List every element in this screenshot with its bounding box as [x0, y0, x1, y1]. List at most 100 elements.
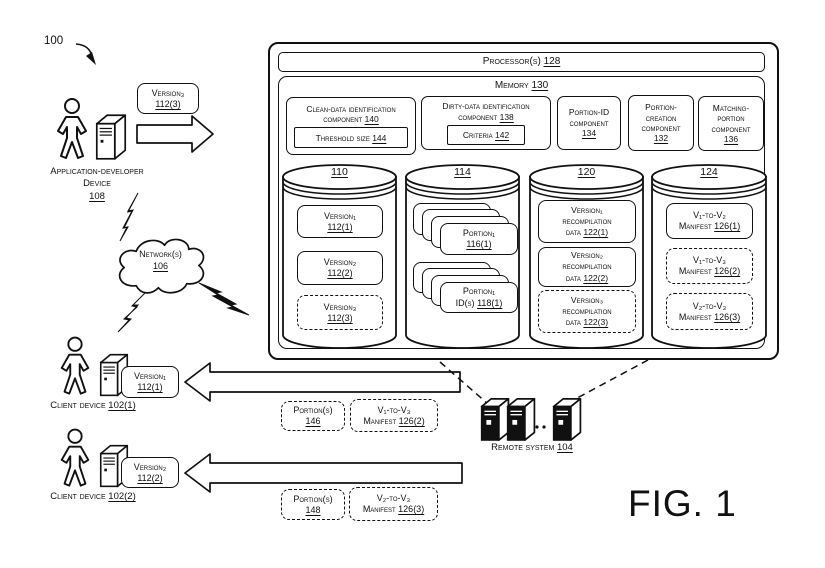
- datastore-114-cylinder: 114 Portion₁ 116(1) Portion₁ ID(s) 118(1…: [404, 163, 521, 350]
- version-item-2: Version₂ 112(2): [297, 251, 383, 285]
- remote-server-icon-2: [504, 396, 538, 442]
- version3-ref: 112(3): [327, 312, 353, 323]
- developer-device-label: Application-developer Device 108: [45, 166, 149, 203]
- manifest1-ref: 126(1): [714, 221, 741, 231]
- portion1-label: Portion₁: [462, 227, 496, 238]
- dev-version-label: Version₃: [151, 87, 185, 98]
- portions-148-box: Portion(s) 148: [281, 489, 345, 520]
- network-label-text: Network(s): [139, 249, 182, 259]
- component-box-dirty-data: Dirty-data identification component 138 …: [421, 96, 551, 150]
- recomp3-line3: data: [565, 317, 581, 328]
- manifest-126-3-box: V₂-to-V₃ Manifest 126(3): [349, 487, 438, 521]
- remote-system-label-text: Remote system: [491, 442, 555, 453]
- developer-computer-icon: [93, 112, 129, 162]
- matching-portion-label: Matching-portion component: [711, 102, 751, 134]
- dev-version-ref: 112(3): [155, 98, 181, 109]
- developer-version-box: Version₃ 112(3): [137, 83, 199, 114]
- recomp3-line1: Version₃: [570, 294, 604, 305]
- datastore-110-label: 110: [331, 166, 348, 178]
- portion-id-ref-number: 118(1): [477, 297, 503, 308]
- matching-portion-ref: 136: [723, 133, 739, 144]
- recompilation-item-2: Version₂ recompilation data 122(2): [538, 247, 636, 287]
- lightning-bolt-dev-network-icon: [119, 192, 139, 242]
- recomp1-line1: Version₁: [571, 204, 603, 215]
- version3-label: Version₃: [323, 301, 357, 312]
- lightning-bolt-network-system-icon: [198, 282, 250, 316]
- stack-card-front: Portion₁ ID(s) 118(1): [440, 282, 518, 313]
- recomp2-line3: data: [565, 272, 581, 283]
- recomp1-ref: 122(1): [583, 227, 609, 238]
- reference-pointer-100: 100: [44, 35, 64, 47]
- developer-device-ref: 108: [89, 190, 105, 202]
- lightning-bolt-network-client1-icon: [117, 290, 148, 333]
- criteria-label: Criteria: [462, 129, 493, 140]
- reference-pointer-arrow: [75, 43, 96, 65]
- client2-version-label: Version₂: [133, 461, 167, 472]
- processor-ref: 128: [543, 55, 561, 67]
- manifest-item-1: V₁-to-V₂ Manifest 126(1): [666, 203, 753, 239]
- portions-146-ref: 146: [305, 416, 321, 426]
- network-cloud-icon: [118, 238, 205, 294]
- manifest2-line1: V₁-to-V₃: [693, 255, 726, 266]
- datastore-114-label: 114: [454, 166, 471, 178]
- version-item-1: Version₁ 112(1): [297, 205, 383, 238]
- datastore-120-label: 120: [577, 166, 596, 178]
- memory-label: Memory 130: [278, 80, 765, 91]
- client1-label-text: Client device: [50, 400, 106, 411]
- version2-ref: 112(2): [327, 268, 353, 278]
- version1-label: Version₁: [323, 210, 357, 221]
- portion-creation-label: Portion-creation component: [641, 102, 681, 133]
- network-label: Network(s) 106: [112, 249, 209, 272]
- version1-ref: 112(1): [327, 221, 353, 232]
- client2-label: Client device 102(2): [23, 491, 163, 503]
- portion-id-ref: 134: [581, 128, 597, 139]
- manifest3-ref: 126(3): [714, 311, 741, 322]
- clean-data-label: Clean-data identification component: [306, 103, 396, 124]
- client2-person-icon: [56, 428, 94, 490]
- recomp3-ref: 122(3): [583, 317, 609, 328]
- manifest-item-2: V₁-to-V₃ Manifest 126(2): [666, 248, 753, 284]
- dashed-connector-left: [439, 361, 489, 405]
- developer-person-icon: [52, 98, 92, 162]
- block-arrow-left-client2-icon: [184, 453, 463, 493]
- memory-label-text: Memory: [494, 80, 529, 91]
- recomp2-ref: 122(2): [583, 272, 609, 283]
- recomp3-line2: recompilation: [562, 305, 612, 316]
- portions-146-label: Portion(s): [293, 405, 333, 416]
- portion-id-label: Portion-ID component: [568, 107, 610, 128]
- manifest3-line1: V₂-to-V₃: [692, 300, 727, 311]
- portion-id-label: Portion₁: [462, 286, 496, 297]
- client2-ref: 102(2): [108, 491, 136, 502]
- figure-caption: FIG. 1: [628, 483, 737, 524]
- remote-server-icon-3: [550, 396, 584, 442]
- manifest2-line2: Manifest: [678, 266, 712, 276]
- client2-version-ref: 112(2): [137, 472, 163, 483]
- dirty-data-label: Dirty-data identification component: [442, 101, 530, 122]
- manifest2-ref: 126(2): [714, 266, 741, 276]
- manifest1-line1: V₁-to-V₂: [693, 210, 726, 221]
- block-arrow-left-client1-icon: [184, 362, 461, 402]
- manifest-item-3: V₂-to-V₃ Manifest 126(3): [666, 293, 753, 330]
- clean-data-ref: 140: [364, 114, 379, 124]
- manifest-126-2-line2: Manifest: [363, 415, 397, 426]
- recomp1-line2: recompilation: [562, 215, 612, 226]
- manifest-126-2-box: V₁-to-V₃ Manifest 126(2): [350, 399, 438, 432]
- portion-id-prefix: ID(s): [455, 297, 475, 308]
- remote-system-label: Remote system 104: [462, 442, 602, 454]
- manifest-126-3-line1: V₂-to-V₃: [376, 493, 411, 504]
- threshold-size-ref: 144: [372, 132, 387, 143]
- network-ref: 106: [152, 260, 169, 271]
- datastore-110-cylinder: 110 Version₁ 112(1) Version₂ 112(2) Vers…: [281, 163, 398, 350]
- manifest-126-2-ref: 126(2): [398, 415, 425, 426]
- portions-148-label: Portion(s): [293, 493, 333, 504]
- developer-device-label-text: Application-developer Device: [50, 166, 144, 190]
- version2-label: Version₂: [323, 257, 357, 268]
- remote-system-ref: 104: [556, 442, 573, 453]
- manifest3-line2: Manifest: [678, 311, 712, 322]
- client2-label-text: Client device: [50, 491, 106, 502]
- manifest1-line2: Manifest: [678, 221, 712, 231]
- client1-version-label: Version₁: [133, 371, 167, 382]
- processor-label: Processor(s): [482, 55, 541, 67]
